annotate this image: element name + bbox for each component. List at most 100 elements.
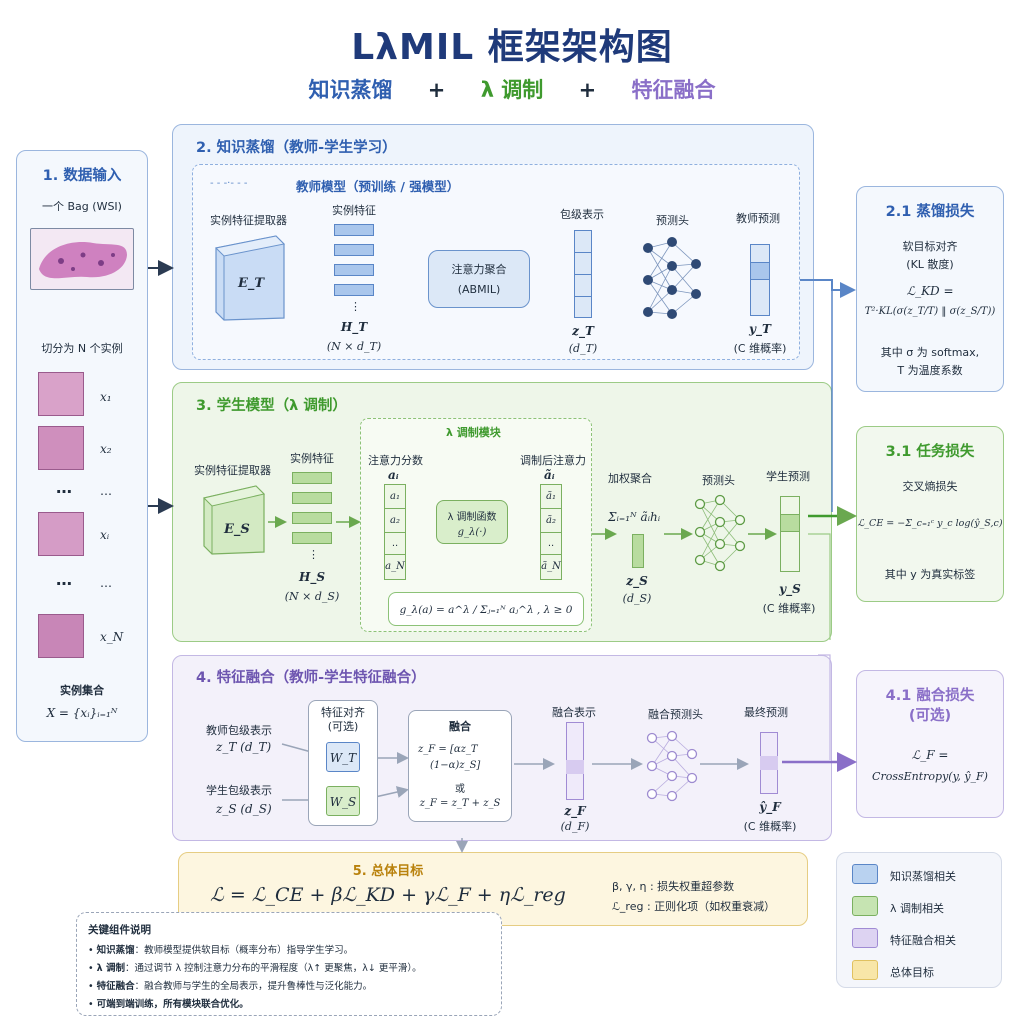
task-loss-formula: ℒ_CE = −Σ_c₌₁ᶜ y_c log(ŷ_S,c) [856, 518, 1004, 529]
instance-ellipsis: … [56, 478, 72, 497]
attention-aN: a_N [385, 555, 405, 579]
legend-swatch [852, 960, 878, 980]
teacher-pred-vector [750, 244, 770, 316]
lambda-module-title: λ 调制模块 [446, 424, 501, 440]
teacher-bag-rep-label: 教师包级表示 [206, 722, 272, 738]
attention-agg-method: (ABMIL) [429, 283, 529, 296]
legend-swatch [852, 896, 878, 916]
teacher-extractor-label: 实例特征提取器 [210, 212, 287, 228]
student-feature-row [292, 532, 332, 544]
teacher-align-matrix: W_T [326, 742, 360, 772]
student-pred-highlight [780, 514, 800, 532]
legend-swatch [852, 864, 878, 884]
kd-loss-line2: (KL 散度) [856, 256, 1004, 272]
attention-symbol: aᵢ [388, 468, 399, 482]
fused-rep-highlight [566, 760, 584, 774]
fusion-concat-line1: z_F = [αz_T [418, 744, 478, 755]
bag-label: 一个 Bag (WSI) [16, 198, 148, 214]
legend-label: 总体目标 [890, 964, 934, 980]
teacher-head-label: 预测头 [656, 212, 689, 228]
teacher-pred-highlight [750, 262, 770, 280]
teacher-feature-row [334, 264, 374, 276]
modulated-attention-vector: ã₁ ã₂ .. ã_N [540, 484, 562, 580]
student-bag-dim: (d_S) [612, 592, 662, 605]
task-loss-line1: 交叉熵损失 [856, 478, 1004, 494]
instance-patch-1 [38, 372, 84, 416]
lambda-formula-box: g_λ(a) = a^λ / Σⱼ₌₁ᴺ aⱼ^λ , λ ≥ 0 [388, 592, 584, 626]
student-feature-row [292, 512, 332, 524]
final-pred-label: 最终预测 [744, 704, 788, 720]
attention-scores-label: 注意力分数 [368, 452, 423, 468]
student-bag-rep-symbol: z_S (d_S) [216, 802, 272, 816]
kd-loss-formula-lhs: ℒ_KD = [856, 284, 1004, 298]
instance-patch-2 [38, 426, 84, 470]
fusion-sum-formula: z_F = z_T + z_S [408, 798, 512, 809]
legend-label: 特征融合相关 [890, 932, 956, 948]
lambda-function-label: λ 调制函数 [437, 508, 507, 523]
kd-title: 2. 知识蒸馏（教师-学生学习） [196, 136, 397, 157]
student-head-label: 预测头 [702, 472, 735, 488]
final-pred-highlight [760, 756, 778, 770]
fusion-concat-line2: (1−α)z_S] [430, 760, 480, 771]
student-feature-row [292, 472, 332, 484]
student-bag-rep-label: 学生包级表示 [206, 782, 272, 798]
key-item: • 特征融合：融合教师与学生的全局表示，提升鲁棒性与泛化能力。 [88, 978, 372, 992]
instance-label-2: x₂ [100, 442, 112, 456]
instance-label-1: x₁ [100, 390, 112, 404]
student-title: 3. 学生模型（λ 调制） [196, 394, 347, 415]
student-features-symbol: H_S [276, 570, 348, 584]
student-pred-vector [780, 496, 800, 572]
teacher-feature-ellipsis: ⋮ [350, 300, 361, 313]
teacher-network-icon [640, 232, 704, 328]
teacher-features-label: 实例特征 [332, 202, 376, 218]
wsi-thumbnail [30, 228, 134, 290]
modulated-attention-symbol: ãᵢ [544, 468, 555, 482]
teacher-bag-symbol: z_T [558, 324, 608, 338]
key-item-text: ：融合教师与学生的全局表示，提升鲁棒性与泛化能力。 [135, 981, 373, 992]
feature-align-optional: (可选) [308, 718, 378, 734]
vector-divider [574, 274, 592, 275]
fusion-loss-optional: (可选) [856, 704, 1004, 725]
lambda-function-symbol: g_λ(·) [437, 527, 507, 538]
final-pred-dim: (C 维概率) [732, 818, 808, 834]
legend-label: 知识蒸馏相关 [890, 868, 956, 884]
fused-rep-symbol: z_F [550, 804, 600, 818]
key-item: • λ 调制：通过调节 λ 控制注意力分布的平滑程度（λ↑ 更聚焦，λ↓ 更平滑… [88, 960, 422, 974]
task-loss-note: 其中 y 为真实标签 [856, 566, 1004, 582]
fusion-network-icon [644, 726, 700, 806]
kd-loss-line1: 软目标对齐 [856, 238, 1004, 254]
student-pred-dim: (C 维概率) [752, 600, 826, 616]
student-extractor-symbol: E_S [224, 522, 250, 537]
student-align-matrix: W_S [326, 786, 360, 816]
teacher-feature-row [334, 244, 374, 256]
instance-set-formula: X = {xᵢ}ᵢ₌₁ᴺ [16, 706, 148, 720]
legend-label: λ 调制相关 [890, 900, 944, 916]
key-item: • 知识蒸馏：教师模型提供软目标（概率分布）指导学生学习。 [88, 942, 353, 956]
teacher-pred-label: 教师预测 [736, 210, 780, 226]
final-pred-symbol: ŷ_F [740, 800, 800, 814]
fusion-loss-lhs: ℒ_F = [856, 748, 1004, 762]
instance-set-title: 实例集合 [16, 682, 148, 698]
teacher-features-dim: (N × d_T) [318, 340, 390, 353]
vector-divider [574, 296, 592, 297]
attention-dots: .. [385, 533, 405, 555]
teacher-bag-label: 包级表示 [560, 206, 604, 222]
modulated-aN: ã_N [541, 555, 561, 579]
teacher-pred-symbol: y_T [730, 322, 790, 336]
teacher-pred-dim: (C 维概率) [724, 340, 796, 356]
fusion-or: 或 [408, 780, 512, 795]
teacher-feature-row [334, 284, 374, 296]
student-features-dim: (N × d_S) [276, 590, 348, 603]
key-item-text: 可端到端训练，所有模块联合优化。 [97, 999, 249, 1010]
student-pred-symbol: y_S [760, 582, 820, 596]
fusion-head-label: 融合预测头 [648, 706, 703, 722]
attention-vector: a₁ a₂ .. a_N [384, 484, 406, 580]
attention-a2: a₂ [385, 509, 405, 533]
kd-loss-note1: 其中 σ 为 softmax, [856, 344, 1004, 360]
teacher-dashes: - - -·- - - [210, 178, 248, 189]
fusion-loss-rhs: CrossEntropy(y, ŷ_F) [856, 770, 1004, 783]
weighted-sum-formula: Σᵢ₌₁ᴺ ãᵢhᵢ [608, 510, 660, 524]
tissue-image-icon [31, 229, 132, 288]
key-item-name: λ 调制 [97, 963, 125, 974]
student-network-icon [692, 490, 748, 576]
